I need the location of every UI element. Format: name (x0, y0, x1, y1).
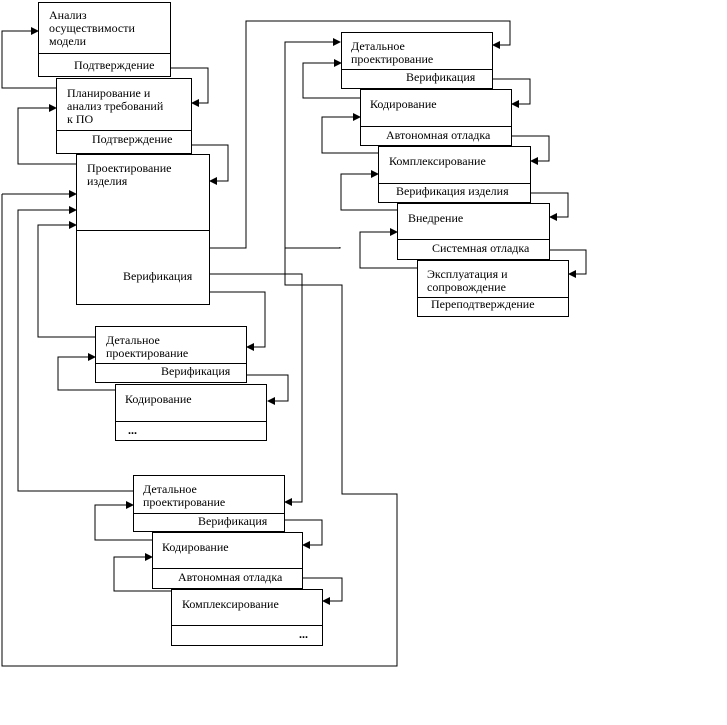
planning-sub: Подтверждение (92, 132, 173, 146)
deploy-r-sub: Системная отладка (432, 241, 530, 255)
detail-b-sub: Верификация (198, 514, 268, 528)
detail-r-title: Детальное проектирование (351, 39, 434, 66)
box-coding-b: Кодирование Автономная отладка (152, 532, 303, 589)
return-right-top (284, 38, 341, 248)
detail-b-title: Детальное проектирование (143, 482, 226, 509)
integration-b-title: Комплексирование (182, 597, 279, 611)
return-detail-a-to-design (37, 221, 95, 338)
box-feasibility: Анализ осуществимости модели Подтвержден… (38, 2, 171, 77)
return-integration-b (113, 553, 171, 592)
coding-a-title: Кодирование (125, 392, 192, 406)
design-sub: Верификация (123, 269, 193, 283)
coding-a-sub: ... (128, 423, 137, 437)
coding-b-sub: Автономная отладка (178, 570, 283, 584)
box-integration-r: Комплексирование Верификация изделия (378, 146, 531, 203)
box-design: Проектирование изделия Верификация (76, 154, 210, 305)
arrow-design-to-detail-r (210, 20, 511, 249)
return-planning-self (17, 104, 76, 165)
return-coding-b (94, 501, 152, 541)
arrow-coding-r-to-integration-r (511, 135, 550, 165)
arrow-detail-r-to-coding-r (492, 78, 531, 108)
box-coding-a: Кодирование ... (115, 384, 267, 441)
arrow-planning-to-design (188, 144, 229, 185)
feasibility-title: Анализ осуществимости модели (49, 8, 135, 48)
box-integration-b: Комплексирование ... (171, 589, 323, 646)
arrow-deploy-r-to-operation-r (548, 249, 587, 278)
return-detail-a (57, 353, 115, 391)
coding-r-sub: Автономная отладка (386, 128, 491, 142)
deploy-r-title: Внедрение (408, 211, 464, 225)
arrow-integration-r-to-deploy-r (530, 192, 569, 221)
detail-a-sub: Верификация (161, 364, 231, 378)
coding-r-title: Кодирование (370, 97, 437, 111)
feasibility-sub: Подтверждение (74, 58, 155, 72)
operation-r-title: Эксплуатация и сопровождение (427, 267, 508, 294)
detail-r-sub: Верификация (406, 70, 476, 84)
arrow-design-to-detail-a (210, 291, 266, 351)
return-feasibility-self (1, 27, 57, 89)
box-detail-b: Детальное проектирование Верификация (133, 475, 285, 532)
integration-b-sub: ... (299, 627, 308, 641)
box-detail-r: Детальное проектирование Верификация (341, 32, 493, 89)
planning-title: Планирование и анализ требований к ПО (67, 86, 164, 126)
box-coding-r: Кодирование Автономная отладка (360, 89, 512, 146)
box-operation-r: Эксплуатация и сопровождение Переподтвер… (417, 260, 569, 317)
arrow-coding-b-to-integration-b (300, 577, 343, 605)
return-operation-r (359, 228, 417, 269)
operation-r-sub: Переподтверждение (431, 297, 535, 311)
coding-b-title: Кодирование (162, 540, 229, 554)
return-integration-r (321, 113, 379, 154)
integration-r-title: Комплексирование (389, 154, 486, 168)
return-outer-to-design (1, 194, 398, 667)
detail-a-title: Детальное проектирование (106, 333, 189, 360)
box-planning: Планирование и анализ требований к ПО По… (56, 78, 192, 154)
return-detail-b-to-design (17, 206, 133, 492)
design-title: Проектирование изделия (87, 161, 172, 188)
integration-r-sub: Верификация изделия (396, 184, 509, 198)
box-deploy-r: Внедрение Системная отладка (397, 203, 550, 260)
box-detail-a: Детальное проектирование Верификация (95, 326, 247, 383)
arrow-design-to-detail-b (210, 273, 303, 506)
arrow-detail-b-to-coding-b (282, 519, 323, 549)
return-deploy-r (340, 170, 398, 211)
arrow-feasibility-to-planning (160, 67, 209, 107)
return-coding-r (302, 59, 360, 99)
arrow-detail-a-to-coding-a (245, 374, 289, 405)
